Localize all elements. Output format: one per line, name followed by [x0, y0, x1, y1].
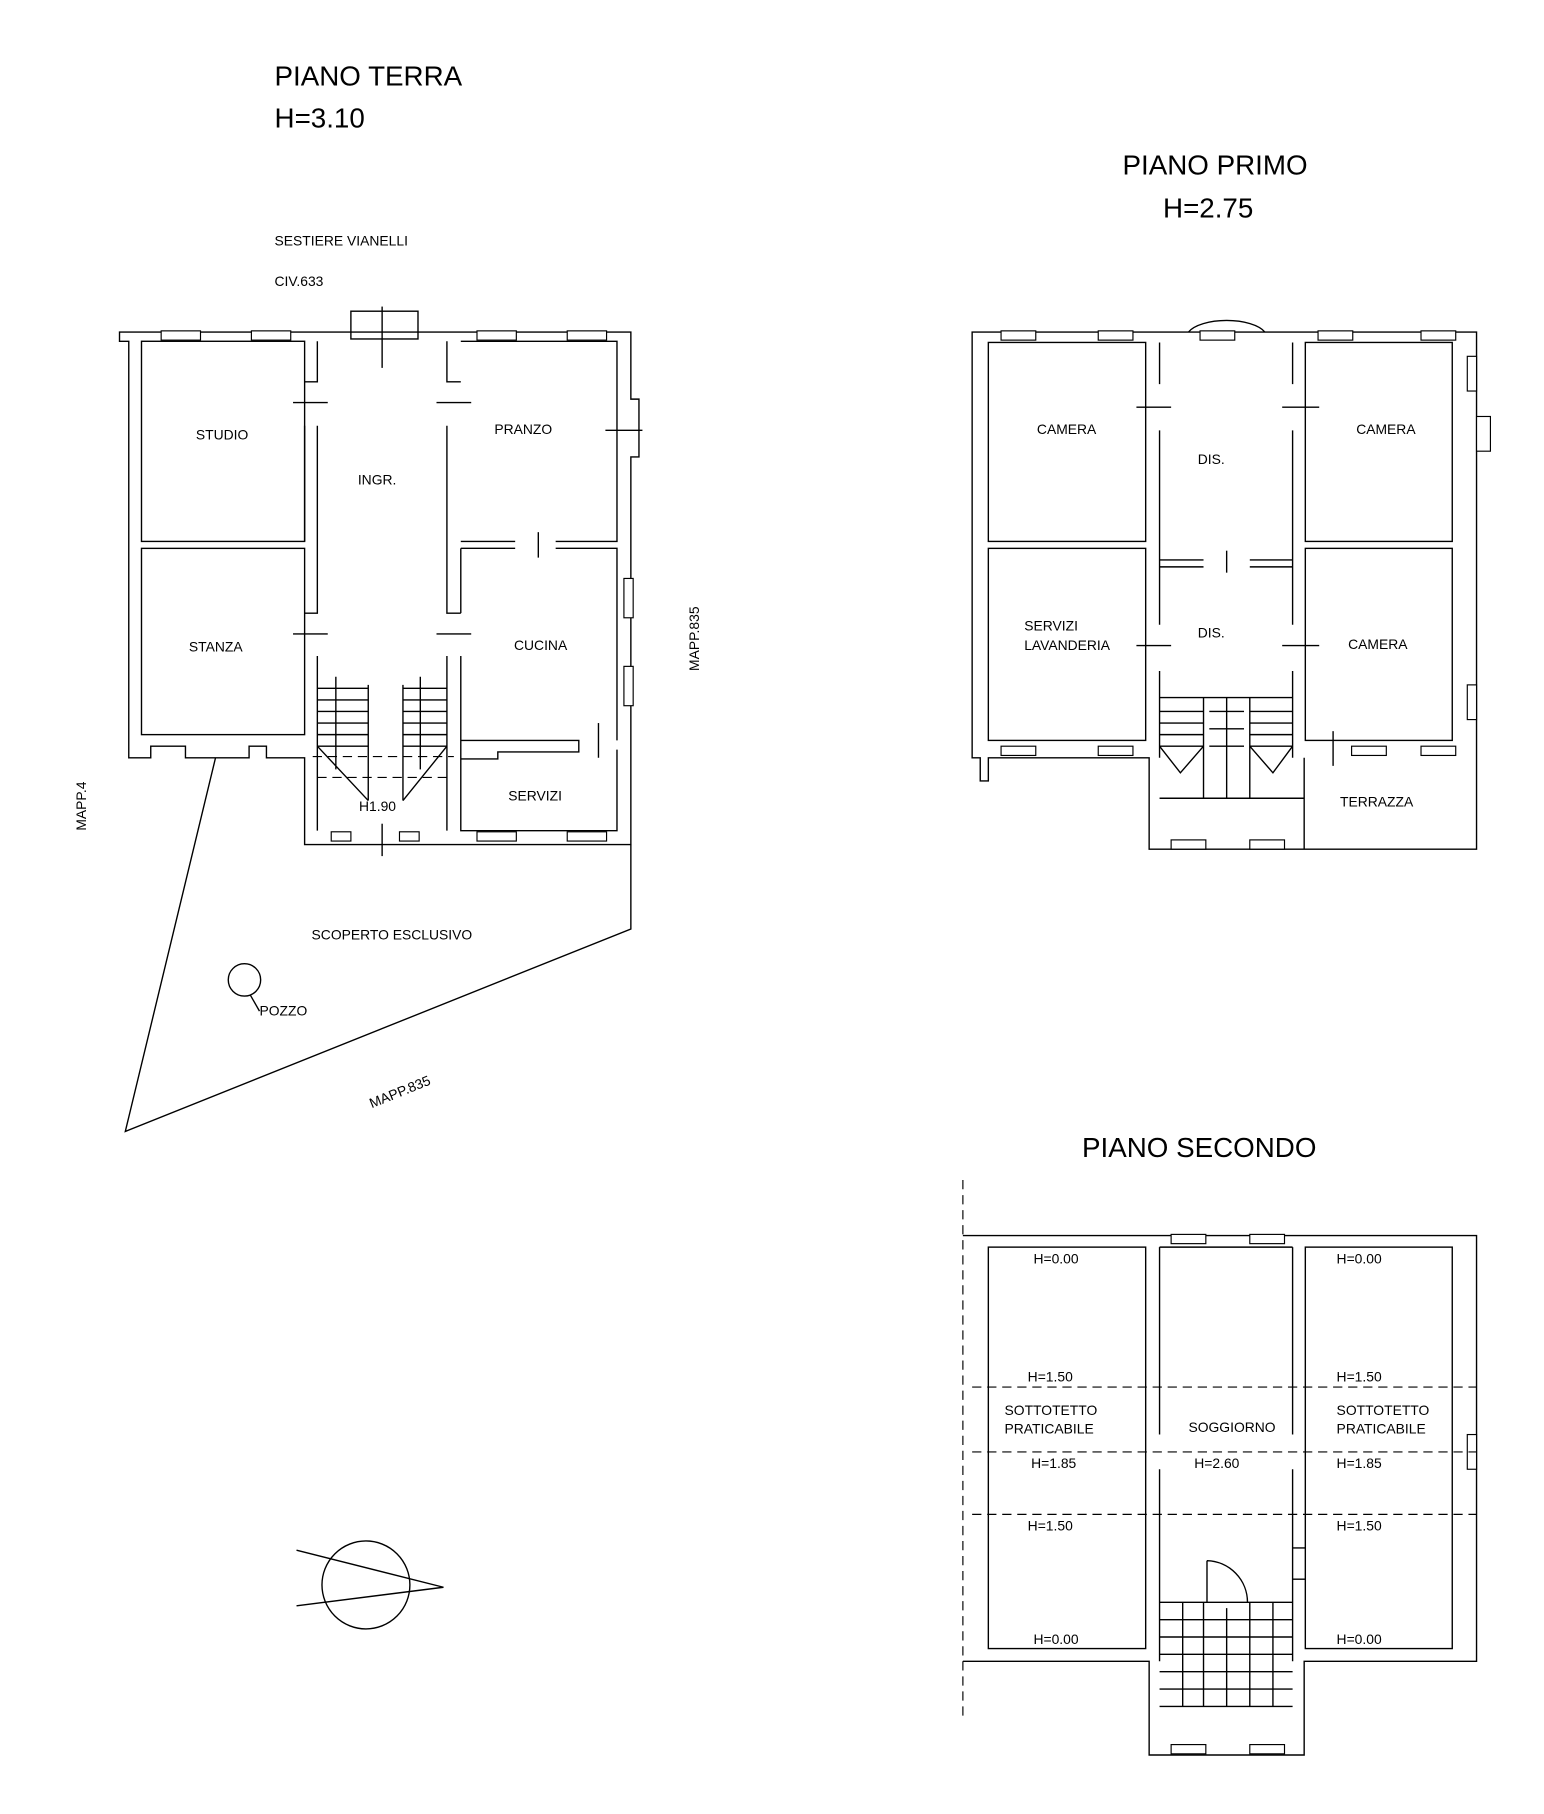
- height-left-top: H=0.00: [1033, 1250, 1078, 1266]
- address-number: CIV.633: [275, 273, 324, 289]
- height-right-150a: H=1.50: [1337, 1368, 1382, 1384]
- height-right-bottom: H=0.00: [1337, 1631, 1382, 1647]
- room-label-sottotetto-left: SOTTOTETTO: [1005, 1402, 1098, 1418]
- height-left-bottom: H=0.00: [1033, 1631, 1078, 1647]
- room-label-soggiorno: SOGGIORNO: [1188, 1419, 1275, 1435]
- height-right-150b: H=1.50: [1337, 1518, 1382, 1534]
- room-label-studio: STUDIO: [196, 427, 249, 443]
- north-arrow-icon: [296, 1540, 444, 1630]
- room-label-praticabile-right: PRATICABILE: [1337, 1420, 1426, 1436]
- second-floor-title: PIANO SECONDO: [1082, 1132, 1316, 1163]
- second-floor-plan: PIANO SECONDO H=0.00 H=1.50 SOTTOTETTO P…: [962, 1132, 1478, 1756]
- room-label-stanza: STANZA: [189, 638, 243, 654]
- room-label-cucina: CUCINA: [514, 637, 568, 653]
- windows: [160, 330, 634, 842]
- room-label-camera-ne: CAMERA: [1356, 421, 1416, 437]
- room-label-servizi: SERVIZI: [1024, 618, 1078, 634]
- room-label-dis-lower: DIS.: [1198, 624, 1225, 640]
- ground-floor-height: H=3.10: [275, 102, 365, 133]
- height-left-150b: H=1.50: [1028, 1518, 1073, 1534]
- parcel-label-south: MAPP.835: [367, 1072, 433, 1111]
- yard-label: SCOPERTO ESCLUSIVO: [312, 926, 473, 942]
- room-label-camera-nw: CAMERA: [1037, 421, 1097, 437]
- height-right-185: H=1.85: [1337, 1455, 1382, 1471]
- first-floor-title: PIANO PRIMO: [1123, 150, 1308, 181]
- height-soggiorno: H=2.60: [1194, 1455, 1239, 1471]
- staircase: [312, 676, 454, 802]
- ground-floor-title: PIANO TERRA: [275, 61, 463, 92]
- well-label: POZZO: [259, 1003, 307, 1019]
- room-label-dis-upper: DIS.: [1198, 451, 1225, 467]
- room-label-servizi: SERVIZI: [508, 788, 562, 804]
- address-street: SESTIERE VIANELLI: [275, 232, 408, 248]
- ground-floor-plan: PIANO TERRA H=3.10 SESTIERE VIANELLI CIV…: [73, 61, 702, 1133]
- room-label-camera-se: CAMERA: [1348, 636, 1408, 652]
- room-label-pranzo: PRANZO: [494, 421, 552, 437]
- height-left-185: H=1.85: [1031, 1455, 1076, 1471]
- parcel-label-west: MAPP.4: [73, 781, 89, 830]
- yard-boundary: [124, 757, 632, 1133]
- room-label-lavanderia: LAVANDERIA: [1024, 637, 1111, 653]
- first-floor-plan: PIANO PRIMO H=2.75 CAMERA CAMERA DIS. DI…: [971, 150, 1492, 850]
- room-label-ingresso: INGR.: [358, 472, 397, 488]
- room-label-sottotetto-right: SOTTOTETTO: [1337, 1402, 1430, 1418]
- room-label-praticabile-left: PRATICABILE: [1005, 1420, 1094, 1436]
- first-floor-height: H=2.75: [1163, 192, 1253, 223]
- room-label-terrazza: TERRAZZA: [1340, 793, 1414, 809]
- well-icon: [227, 962, 262, 997]
- stair-height-label: H1.90: [359, 798, 396, 814]
- parcel-label-east: MAPP.835: [686, 606, 702, 671]
- height-right-top: H=0.00: [1337, 1250, 1382, 1266]
- height-left-150a: H=1.50: [1028, 1368, 1073, 1384]
